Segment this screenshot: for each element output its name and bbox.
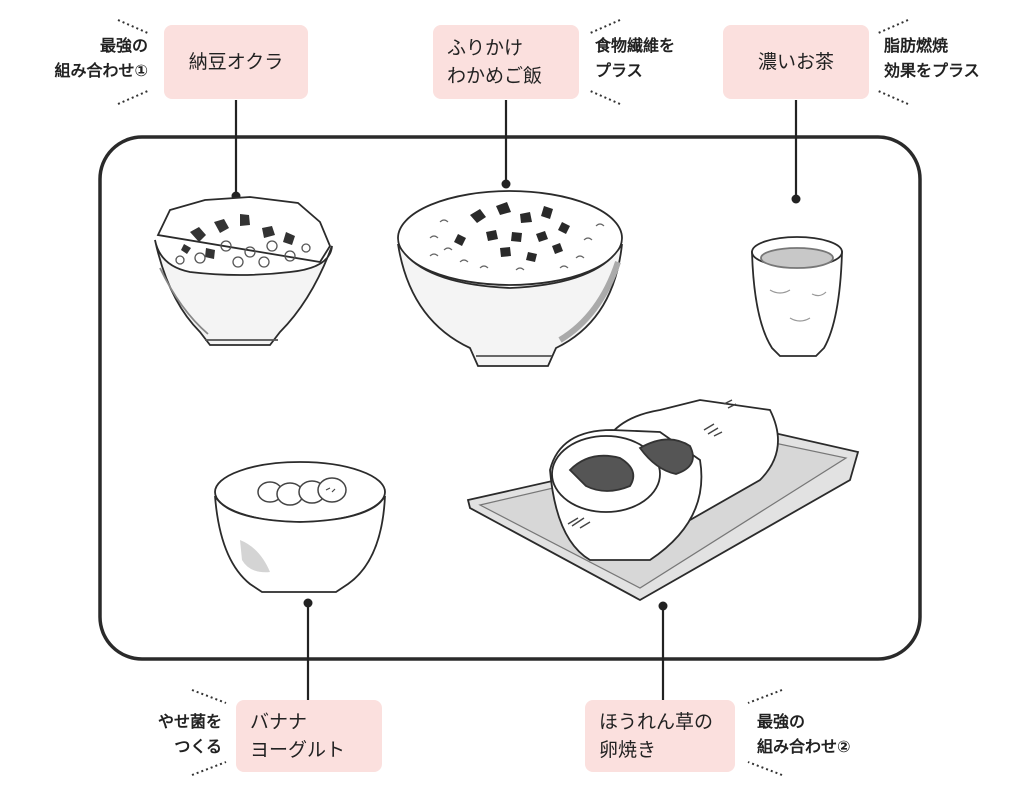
rice-title-line-2: わかめご飯 [447,65,543,87]
egg-title-line-2: 卵焼き [599,739,657,761]
yogurt-dot [303,598,313,608]
egg-note-line-2: 組み合わせ② [757,736,851,756]
yogurt-title-line-2: ヨーグルト [250,739,346,761]
yogurt-label: バナナ ヨーグルト [236,700,382,772]
tea-dot [791,194,801,204]
egg-title-line-1: ほうれん草の [599,710,714,733]
rice-note-line-1: 食物繊維を [595,36,676,55]
rice-title-line-1: ふりかけ [447,36,524,59]
omelet-plate-illustration [466,399,860,602]
tray-frame [98,135,922,661]
leader-lines [234,100,798,702]
yogurt-note: やせ菌を つくる [100,710,222,760]
rice-bowl-illustration [397,190,623,367]
natto-note: 最強の 組み合わせ① [8,34,148,84]
rice-dot [501,179,511,189]
tea-cup-illustration [751,236,843,357]
yogurt-note-line-2: つくる [174,736,222,756]
egg-note-line-1: 最強の [757,712,806,731]
natto-label: 納豆オクラ [164,25,308,99]
natto-note-line-2: 組み合わせ① [54,60,148,80]
tea-label: 濃いお茶 [723,25,869,99]
tea-note-line-1: 脂肪燃焼 [884,36,949,55]
natto-bowl-illustration [154,196,333,346]
natto-title: 納豆オクラ [188,50,284,73]
egg-note: 最強の 組み合わせ② [757,710,851,760]
rice-note-line-2: プラス [595,60,643,80]
dotted-accents [117,19,909,776]
tea-note-line-2: 効果をプラス [884,60,980,80]
tea-note: 脂肪燃焼 効果をプラス [884,34,980,84]
rice-label: ふりかけ わかめご飯 [433,25,579,99]
egg-label: ほうれん草の 卵焼き [585,700,735,772]
yogurt-title-line-1: バナナ [250,710,308,733]
yogurt-note-line-1: やせ菌を [157,712,222,731]
egg-dot [658,601,668,611]
tea-title: 濃いお茶 [757,50,834,73]
natto-note-line-1: 最強の [99,36,148,55]
yogurt-cup-illustration [214,461,386,593]
rice-note: 食物繊維を プラス [595,34,675,84]
